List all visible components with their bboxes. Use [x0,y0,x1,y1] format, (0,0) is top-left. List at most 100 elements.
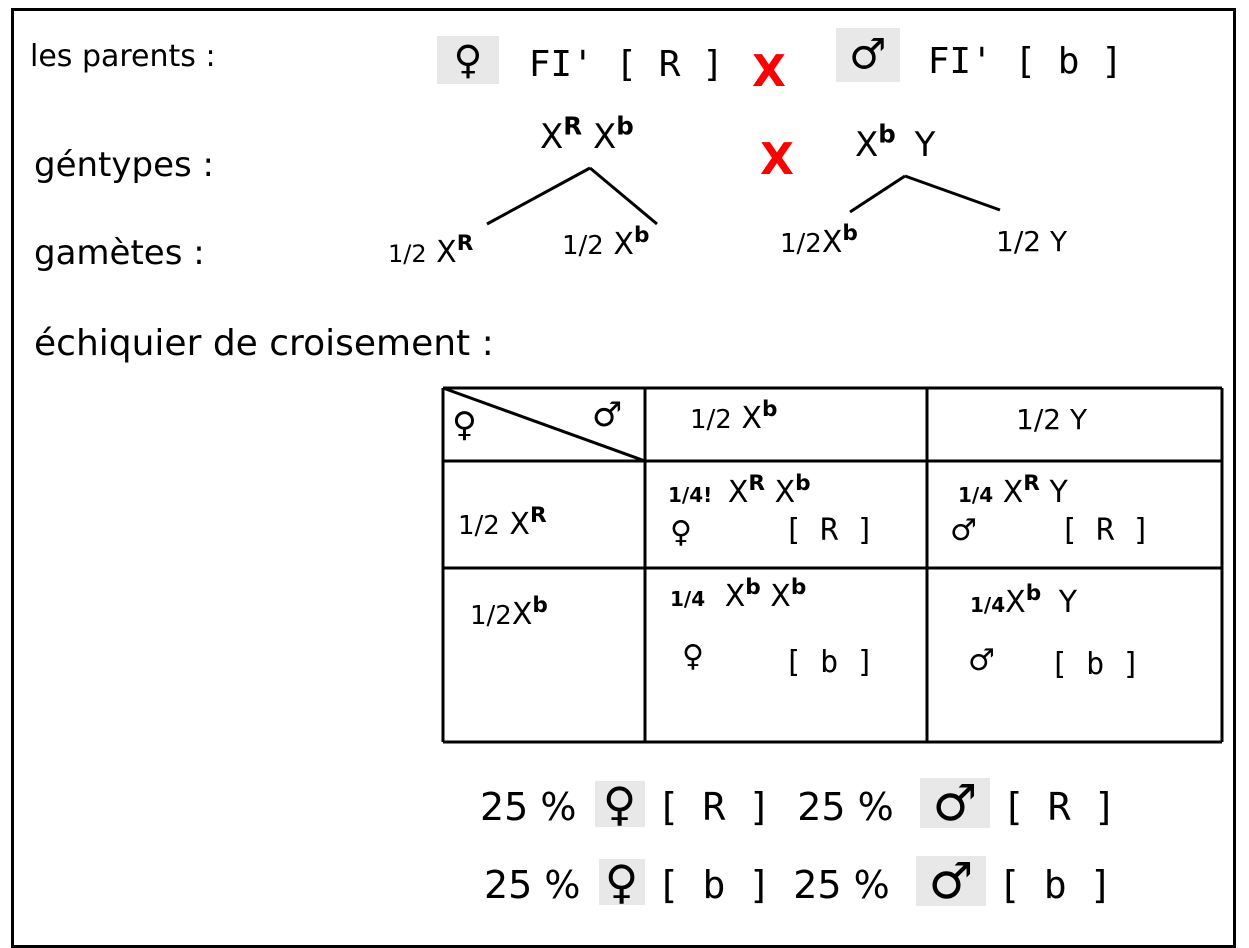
result-1-female-percent: 25 % [480,785,577,829]
genotypes-male-a1: b [878,119,896,149]
result-2-female-icon: ♀ [598,859,645,905]
punnett-r2c1-frac: 1/4 [670,587,706,611]
label-echiquier: échiquier de croisement : [34,323,494,364]
punnett-r1c1-x2: X [774,475,796,510]
cell-Xb-Xb-female-icon: ♀ [682,639,704,674]
result-1-male-percent: 25 % [797,785,894,829]
male-parent-phenotype: FI' [ b ] [927,41,1123,82]
cell-Xb-Xb-phenotype: [ b ] [784,645,875,680]
cell-XR-Xb-phenotype: [ R ] [784,513,875,548]
gametes-female-1-x: X [436,235,457,270]
gamete-male-b: 1/2Xb [780,223,858,260]
gamete-male-Y: 1/2 Y [996,225,1068,258]
punnett-row2-header-allele: b [532,593,548,619]
gametes-male-1-x: X [821,225,843,260]
genotypes-female-a2: b [616,111,634,141]
label-genotypes: géntypes : [34,145,214,185]
punnett-r1c2-frac: 1/4 [958,483,994,507]
punnett-r1c2-a1: R [1023,471,1040,497]
male-branch-right [904,174,1001,212]
col-header-Xb: 1/2 Xb [690,399,777,436]
gametes-male-1-frac: 1/2 [780,229,822,259]
row-header-XR: 1/2 XR [458,505,547,542]
punnett-header-col1-x: X [741,401,762,436]
male-symbol-icon: ♂ [836,28,900,82]
genotypes-female-x1: X [540,117,564,157]
male-genotype: Xb Y [855,122,936,165]
female-parent-phenotype: FI' [ R ] [528,44,724,85]
result-2-male-percent: 25 % [793,863,890,907]
punnett-grid [441,386,1224,744]
punnett-row1-header-allele: R [529,503,547,529]
female-genotype: XR Xb [540,114,634,157]
genotypes-male-x1: X [855,125,879,165]
label-gametes: gamètes : [34,233,205,273]
punnett-r1c2-x1: X [1002,475,1024,510]
punnett-r2c2-a1: b [1025,581,1042,607]
cell-Xb-Y-phenotype: [ b ] [1050,647,1141,682]
corner-male-icon: ♂ [592,395,623,435]
punnett-header-col1-allele: b [761,397,778,423]
result-1-female-icon: ♀ [594,781,645,827]
gametes-female-2-frac: 1/2 [562,231,604,261]
result-line-1: 25 % ♀ [ R ] 25 % ♂ [ R ] [480,778,1116,828]
gamete-female-R: 1/2 XR [388,233,473,270]
cell-XR-Y-genotype: 1/4 XR Y [958,473,1068,510]
female-branch-right [589,166,658,226]
punnett-r2c2-x1: X [1005,585,1026,620]
genotypes-female-x2: X [592,117,617,157]
row-header-Xb: 1/2Xb [470,595,548,632]
punnett-row2-header-x: X [511,597,533,632]
cell-Xb-Xb-genotype: 1/4 Xb Xb [670,577,806,614]
gametes-male-1-allele: b [842,221,858,247]
punnett-r2c1-a2: b [790,575,807,601]
genotypes-male-y: Y [914,125,936,165]
result-2-male-phenotype: [ b ] [997,863,1113,907]
cross-icon: X [752,46,786,97]
cross-icon-genotypes: X [760,134,794,185]
punnett-r2c1-x1: X [724,579,746,614]
gametes-female-2-allele: b [633,223,650,249]
cell-XR-Xb-genotype: 1/4! XR Xb [668,473,811,510]
result-line-2: 25 % ♀ [ b ] 25 % ♂ [ b ] [484,856,1112,906]
result-2-female-phenotype: [ b ] [656,863,772,907]
parents-line-male: ♂ FI' [ b ] [836,28,1123,82]
cell-XR-Y-male-icon: ♂ [950,513,977,548]
result-1-female-phenotype: [ R ] [656,785,772,829]
punnett-r1c1-a2: b [795,471,811,497]
punnett-row1-header-x: X [509,507,530,542]
punnett-r2c1-a1: b [745,575,761,601]
gametes-female-1-frac: 1/2 [388,240,427,268]
cell-Xb-Y-genotype: 1/4Xb Y [970,583,1078,620]
punnett-r1c1-a1: R [748,471,766,497]
punnett-r1c2-y: Y [1049,475,1068,510]
label-parents: les parents : [30,39,216,74]
result-1-male-phenotype: [ R ] [1001,785,1117,829]
result-2-male-icon: ♂ [915,856,986,906]
punnett-r2c1-x2: X [770,579,791,614]
punnett-row2-header-frac: 1/2 [470,601,512,631]
punnett-header-col1-frac: 1/2 [690,405,732,435]
gamete-female-b: 1/2 Xb [562,225,649,262]
col-header-Y: 1/2 Y [1016,403,1088,436]
result-2-female-percent: 25 % [484,863,581,907]
male-branch-left [849,174,906,214]
punnett-r1c1-frac: 1/4! [668,483,713,507]
result-1-male-icon: ♂ [919,778,990,828]
cell-XR-Xb-female-icon: ♀ [670,515,692,550]
punnett-r1c1-x1: X [727,475,749,510]
cell-XR-Y-phenotype: [ R ] [1060,513,1151,548]
punnett-r2c2-frac: 1/4 [970,593,1006,617]
gametes-female-1-allele: R [456,231,474,257]
corner-female-icon: ♀ [452,405,477,445]
parents-line: ♀ FI' [ R ] [437,36,724,84]
female-symbol-icon: ♀ [437,36,499,84]
punnett-row1-header-frac: 1/2 [458,511,500,541]
cell-Xb-Y-male-icon: ♂ [968,643,995,678]
female-branch-left [486,166,591,226]
gametes-female-2-x: X [613,227,634,262]
corner-diagonal [442,386,646,463]
genotypes-female-a1: R [563,111,583,141]
punnett-r2c2-y: Y [1058,585,1078,620]
